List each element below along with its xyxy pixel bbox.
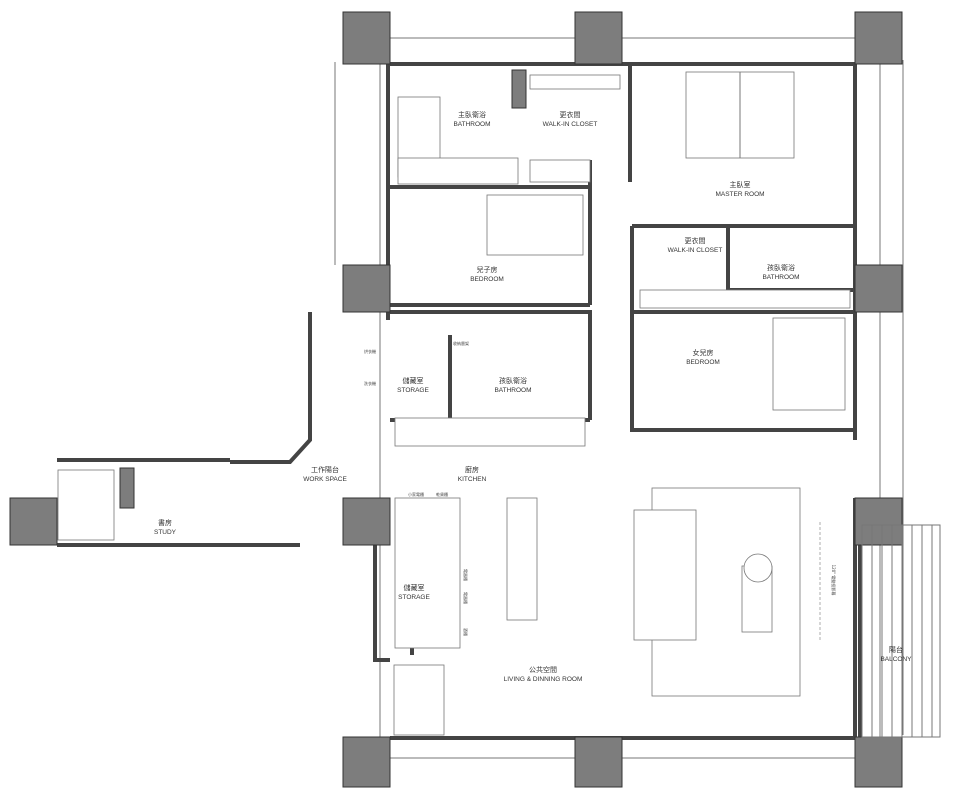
furniture — [57, 71, 851, 736]
kids-bath1-label: 孩臥衛浴 — [767, 263, 795, 272]
storage1-label: 儲藏室 — [403, 376, 424, 385]
exterior-outline — [334, 37, 904, 759]
work-space-label: 工作陽台 — [311, 465, 339, 474]
annotations: 120" 電動投影幕 收納層架 烘衣機 洗衣機 小家電櫃 乾貨櫃 電器櫃 電器櫃… — [364, 340, 837, 636]
room-labels: 主臥衛浴 BATHROOM 更衣間 WALK-IN CLOSET 主臥室 MAS… — [154, 110, 912, 683]
storage2-label: 儲藏室 — [404, 583, 425, 592]
master-bath-label: 主臥衛浴 — [458, 110, 486, 119]
small-appliance-label: 小家電櫃 — [408, 491, 424, 497]
master-closet-label: 更衣間 — [560, 110, 581, 119]
living-label-en: LIVING & DINNING ROOM — [504, 676, 583, 683]
storage2-label-en: STORAGE — [398, 594, 430, 601]
kids-bath1-label-en: BATHROOM — [762, 274, 799, 281]
balcony-decking — [861, 524, 941, 738]
kids-bath2-label: 孩臥衛浴 — [499, 376, 527, 385]
kids-bath2-label-en: BATHROOM — [494, 387, 531, 394]
son-room-label-en: BEDROOM — [470, 276, 504, 283]
master-closet-label-en: WALK-IN CLOSET — [543, 121, 598, 128]
closet2-label-en: WALK-IN CLOSET — [668, 247, 723, 254]
study-label-en: STUDY — [154, 529, 177, 536]
shelf-label: 收納層架 — [453, 340, 469, 346]
dryer-label: 烘衣機 — [364, 348, 376, 354]
master-room-label: 主臥室 — [730, 180, 751, 189]
master-bath-label-en: BATHROOM — [453, 121, 490, 128]
work-space-label-en: WORK SPACE — [303, 476, 347, 483]
daughter-room-label: 女兒房 — [693, 348, 714, 357]
projector-screen-label: 120" 電動投影幕 — [831, 565, 837, 596]
structural-columns — [9, 11, 903, 788]
daughter-room-label-en: BEDROOM — [686, 359, 720, 366]
washer-label: 洗衣機 — [364, 380, 376, 386]
closet2-label: 更衣間 — [685, 236, 706, 245]
balcony-label: 陽台 — [889, 645, 903, 654]
appliance2-label: 電器櫃 — [463, 592, 469, 604]
wine-cabinet-label: 酒櫃 — [463, 628, 469, 636]
balcony-label-en: BALCONY — [880, 656, 912, 663]
appliance1-label: 電器櫃 — [463, 569, 469, 581]
pantry-label: 乾貨櫃 — [436, 491, 448, 497]
storage1-label-en: STORAGE — [397, 387, 429, 394]
living-label: 公共空間 — [529, 665, 557, 674]
master-room-label-en: MASTER ROOM — [715, 191, 764, 198]
study-label: 書房 — [158, 518, 172, 527]
kitchen-label: 廚房 — [465, 465, 479, 474]
son-room-label: 兒子房 — [477, 265, 498, 274]
kitchen-label-en: KITCHEN — [458, 476, 487, 483]
